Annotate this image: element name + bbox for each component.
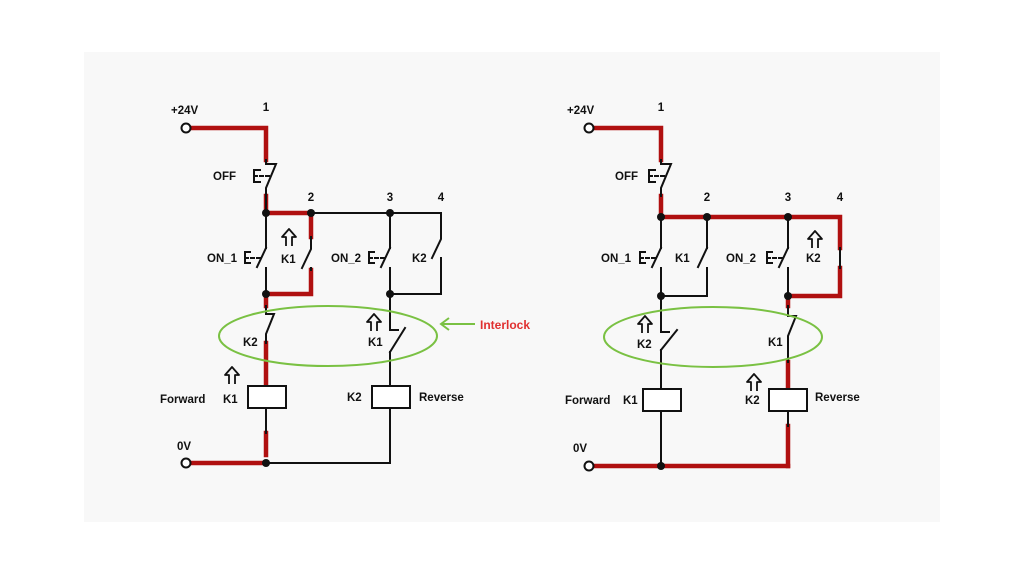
right-supply-label: +24V xyxy=(567,105,595,117)
right-node-3-label: 3 xyxy=(785,192,791,204)
left-k1-coil xyxy=(247,385,287,409)
left-on1-label: ON_1 xyxy=(207,253,238,265)
left-on2-switch xyxy=(368,246,392,269)
right-on2-switch xyxy=(766,246,790,269)
right-k1-contact-label: K1 xyxy=(675,253,690,265)
right-ground-label: 0V xyxy=(573,443,587,455)
right-on1-switch xyxy=(639,246,663,269)
right-reverse-label: Reverse xyxy=(815,392,860,404)
left-off-label: OFF xyxy=(213,171,236,183)
left-k2-hold-contact xyxy=(430,236,442,260)
left-k1-interlock-contact xyxy=(366,313,407,354)
left-supply-label: +24V xyxy=(171,105,199,117)
right-k2-interlock-label: K2 xyxy=(637,339,652,351)
left-k1-coil-label: K1 xyxy=(223,394,238,406)
left-ground-terminal xyxy=(180,457,192,469)
left-k1-interlock-label: K1 xyxy=(368,337,383,349)
right-wiring xyxy=(660,216,789,467)
left-ground-label: 0V xyxy=(177,441,191,453)
left-wiring xyxy=(265,195,442,464)
right-on1-label: ON_1 xyxy=(601,253,632,265)
left-interlock-ellipse xyxy=(218,305,438,367)
right-k2-contact-label: K2 xyxy=(806,253,821,265)
right-off-switch xyxy=(648,159,673,197)
left-k2-interlock-label: K2 xyxy=(243,337,258,349)
diagram-background xyxy=(84,52,940,522)
left-node-3-label: 3 xyxy=(387,192,393,204)
interlock-arrow xyxy=(439,317,475,331)
right-k1-hold-contact xyxy=(696,246,709,269)
right-circuit: +24V 1 2 3 4 OFF ON_1 K1 ON_2 K2 K2 K1 F… xyxy=(565,102,860,472)
right-ground-terminal xyxy=(583,460,595,472)
right-active-path xyxy=(592,125,843,469)
right-k2-hold-contact xyxy=(807,230,841,269)
right-k2-coil xyxy=(768,388,808,412)
left-node-2-label: 2 xyxy=(308,192,314,204)
right-off-label: OFF xyxy=(615,171,638,183)
right-k2-interlock-contact xyxy=(637,315,679,352)
left-off-switch xyxy=(253,159,278,197)
left-reverse-label: Reverse xyxy=(419,392,464,404)
right-on2-label: ON_2 xyxy=(726,253,756,265)
right-k2-coil-label: K2 xyxy=(745,395,760,407)
right-node-4-label: 4 xyxy=(837,192,844,204)
right-k1-interlock-label: K1 xyxy=(768,337,783,349)
left-node-4-label: 4 xyxy=(438,192,445,204)
right-forward-label: Forward xyxy=(565,395,610,407)
left-k2-contact-label: K2 xyxy=(412,253,427,265)
right-node-1-label: 1 xyxy=(658,102,665,114)
right-k1-coil-label: K1 xyxy=(623,395,638,407)
left-on1-switch xyxy=(244,246,268,269)
left-k2-coil xyxy=(371,385,411,409)
left-circuit: +24V 1 2 3 4 OFF ON_1 K1 ON_2 K2 K2 K1 F… xyxy=(160,102,530,469)
right-interlock-ellipse xyxy=(603,306,823,368)
right-node-2-label: 2 xyxy=(704,192,710,204)
left-k1-contact-label: K1 xyxy=(281,254,296,266)
left-k1-hold-contact xyxy=(281,228,312,271)
left-k2-coil-label: K2 xyxy=(347,392,362,404)
left-forward-label: Forward xyxy=(160,394,205,406)
right-supply-terminal xyxy=(583,122,595,134)
left-node-1-label: 1 xyxy=(263,102,270,114)
left-on2-label: ON_2 xyxy=(331,253,361,265)
interlock-note: Interlock xyxy=(480,318,530,332)
right-k1-coil xyxy=(642,388,682,412)
left-supply-terminal xyxy=(180,122,192,134)
right-k1-interlock-contact xyxy=(787,305,798,363)
